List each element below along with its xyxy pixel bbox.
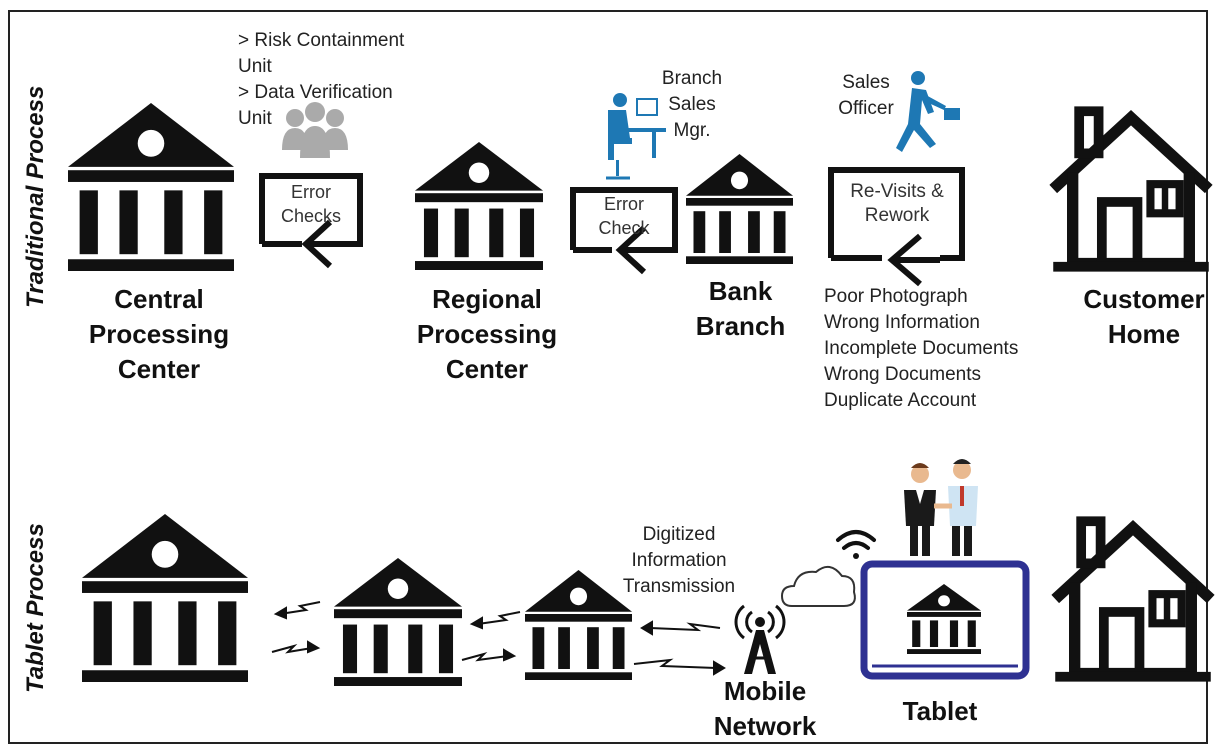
regional-label: Regional Processing Center [416,284,558,384]
sales-officer-label: Sales Officer [838,72,894,119]
customer-home-label: Customer Home [1083,284,1205,349]
tablet-home-icon [1055,521,1211,677]
cloud-icon [780,565,856,607]
digitized-label: Digitized Information Transmission [622,524,736,597]
error-check-box [570,187,678,275]
handshake-icon [904,459,978,556]
issue-item: Incomplete Documents [824,338,1019,359]
wifi-icon [836,530,876,559]
issue-item: Wrong Information [824,312,980,333]
error-checks-box [259,173,363,269]
branch-manager-icon [606,93,666,180]
team-icon [282,102,348,158]
diagram-frame [8,10,1208,744]
issues-list: Poor Photograph Wrong Information Incomp… [824,284,1064,414]
tablet-central-bank-icon [82,514,249,682]
revisits-box [828,167,965,287]
tablet-device-icon [860,560,1030,680]
error-checks-label: Error Checks [280,182,342,226]
central-label: Central Processing Center [88,284,230,384]
issue-item: Wrong Documents [824,364,981,385]
mobile-network-label: Mobile Network [713,676,817,741]
mobile-tower-icon [734,604,786,674]
tablet-label: Tablet [902,696,978,726]
signal-arrows [271,601,726,676]
error-check-label: Error Check [598,194,650,238]
revisits-label: Re-Visits & Rework [850,181,944,226]
tablet-regional-bank-icon [334,558,462,686]
sales-officer-icon [896,71,960,152]
issue-item: Poor Photograph [824,286,968,307]
risk-units-text: > Risk Containment Unit > Data Verificat… [238,30,405,129]
branch-manager-label: Branch Sales Mgr. [661,68,723,141]
issue-item: Duplicate Account [824,390,977,411]
branch-label: Bank Branch [695,276,786,341]
